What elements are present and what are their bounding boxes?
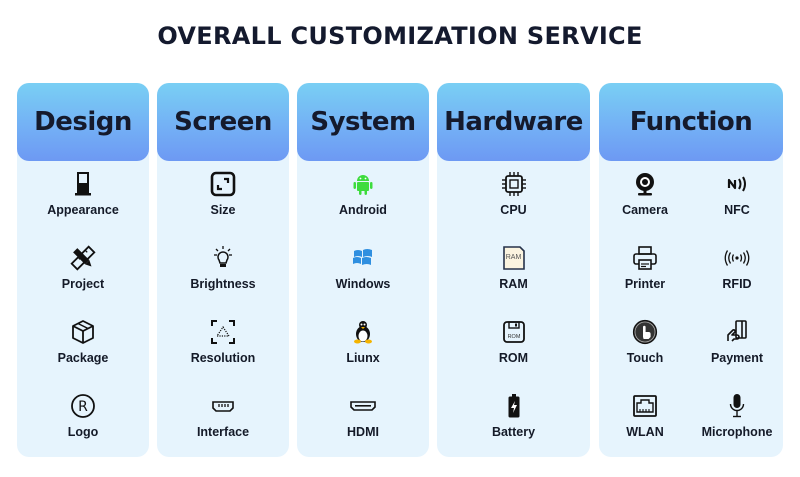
screen-card: Screen Size Brightness Resolution Interf… xyxy=(157,83,289,457)
item-camera: Camera xyxy=(599,171,691,217)
page-title: OVERALL CUSTOMIZATION SERVICE xyxy=(157,22,643,50)
item-resolution: Resolution xyxy=(157,319,289,365)
touch-icon xyxy=(632,319,658,345)
design-card: Design Appearance Project Package R Logo xyxy=(17,83,149,457)
item-logo: R Logo xyxy=(17,393,149,439)
function-header: Function xyxy=(599,83,783,161)
item-rom: ROM ROM xyxy=(437,319,590,365)
item-nfc: NFC xyxy=(691,171,783,217)
windows-icon xyxy=(353,249,372,265)
item-package: Package xyxy=(17,319,149,365)
system-card: System Android Windows Liunx HDMI xyxy=(297,83,429,457)
item-linux: Liunx xyxy=(297,319,429,365)
webcam-icon xyxy=(636,173,654,196)
item-appearance: Appearance xyxy=(17,171,149,217)
linux-icon xyxy=(354,321,372,344)
item-battery: Battery xyxy=(437,393,590,439)
battery-icon xyxy=(508,394,519,418)
item-brightness: Brightness xyxy=(157,245,289,291)
rfid-icon xyxy=(724,250,750,266)
item-interface: Interface xyxy=(157,393,289,439)
item-hdmi: HDMI xyxy=(297,393,429,439)
svg-text:R: R xyxy=(78,399,88,415)
ram-card-icon: RAM xyxy=(502,246,525,270)
ethernet-port-icon xyxy=(633,395,657,417)
item-rfid: RFID xyxy=(691,245,783,291)
screen-header: Screen xyxy=(157,83,289,161)
item-cpu: CPU xyxy=(437,171,590,217)
screen-heading: Screen xyxy=(174,107,272,137)
item-windows: Windows xyxy=(297,245,429,291)
hardware-header: Hardware xyxy=(437,83,590,161)
item-project: Project xyxy=(17,245,149,291)
hardware-card: Hardware CPU RAM RAM ROM ROM Battery xyxy=(437,83,590,457)
system-header: System xyxy=(297,83,429,161)
item-size: Size xyxy=(157,171,289,217)
item-printer: Printer xyxy=(599,245,691,291)
ruler-pencil-icon xyxy=(70,245,96,271)
resize-icon xyxy=(210,171,236,197)
design-heading: Design xyxy=(34,107,132,137)
scan-frame-icon xyxy=(211,320,235,344)
kiosk-icon xyxy=(75,172,91,196)
rom-disk-icon: ROM xyxy=(502,321,525,343)
function-card: Function Camera NFC Printer RFID Touch P… xyxy=(599,83,783,457)
box-icon xyxy=(72,320,94,344)
svg-text:ROM: ROM xyxy=(507,334,520,340)
item-touch: Touch xyxy=(599,319,691,365)
item-payment: Payment xyxy=(691,319,783,365)
hdmi-icon xyxy=(350,401,376,411)
port-icon xyxy=(212,401,234,412)
item-ram: RAM RAM xyxy=(437,245,590,291)
system-heading: System xyxy=(310,107,416,137)
hardware-heading: Hardware xyxy=(444,107,583,137)
item-microphone: Microphone xyxy=(691,393,783,439)
item-wlan: WLAN xyxy=(599,393,691,439)
item-android: Android xyxy=(297,171,429,217)
card-payment-icon xyxy=(727,320,747,342)
lightbulb-icon xyxy=(214,246,232,267)
microphone-icon xyxy=(729,394,745,418)
chip-icon xyxy=(501,172,526,196)
printer-icon xyxy=(633,246,657,270)
android-icon xyxy=(353,175,373,195)
nfc-icon xyxy=(727,176,746,192)
function-heading: Function xyxy=(629,107,753,137)
svg-text:RAM: RAM xyxy=(505,254,521,261)
design-header: Design xyxy=(17,83,149,161)
registered-icon: R xyxy=(71,394,95,418)
